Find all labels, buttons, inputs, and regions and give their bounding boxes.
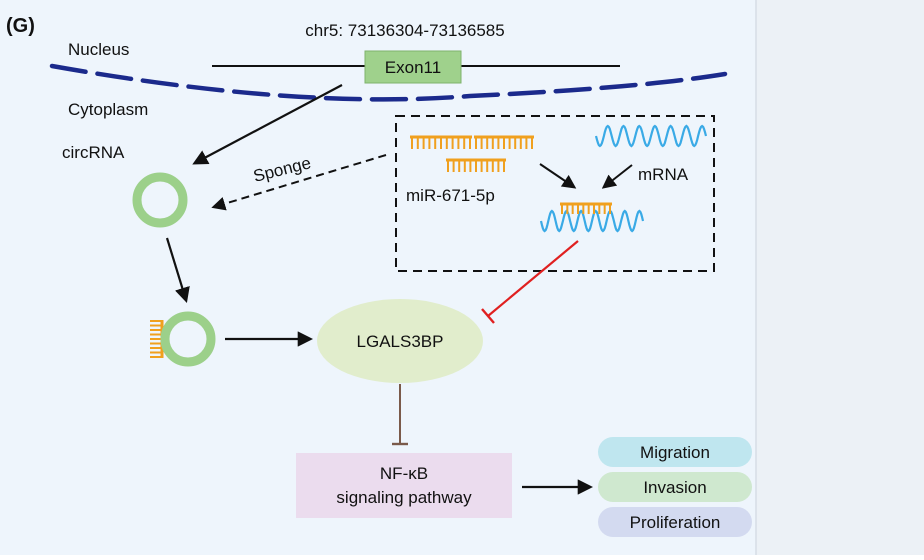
lgals3bp-label: LGALS3BP: [357, 332, 444, 351]
circrna-ring-bound: [160, 311, 216, 367]
nfkb-box: [296, 453, 512, 518]
mirna-label: miR-671-5p: [406, 186, 495, 205]
panel-label: (G): [6, 15, 35, 37]
nuclear-membrane: [49, 63, 728, 102]
mrna-wave: [594, 124, 708, 148]
circrna-ring: [132, 172, 188, 228]
outcome-migration-pill: [598, 437, 752, 467]
arrow-exon-to-circrna: [192, 84, 343, 165]
mirna-on-circrna: [150, 320, 164, 358]
locus-label: chr5: 73136304-73136585: [305, 21, 504, 40]
lgals3bp-node: [317, 299, 483, 383]
outcome-invasion-pill: [598, 472, 752, 502]
nfkb-label-line2: signaling pathway: [336, 488, 472, 507]
mirna-mrna-box: [395, 115, 715, 272]
exon-label: Exon11: [385, 58, 441, 77]
sponge-arrow: [211, 154, 387, 211]
exon-box: [364, 50, 462, 84]
arrow-circrna-down: [165, 237, 190, 303]
outcome-migration-label: Migration: [640, 443, 710, 462]
mrna-bound-wave: [539, 209, 645, 233]
circrna-label: circRNA: [62, 143, 125, 162]
cytoplasm-label: Cytoplasm: [68, 100, 148, 119]
mirna-bound: [560, 202, 612, 214]
inhibition-bar-red: [481, 308, 495, 324]
nucleus-label: Nucleus: [68, 40, 129, 59]
inhibition-mrna-lgals: [487, 240, 579, 317]
outcome-proliferation-pill: [598, 507, 752, 537]
mrna-label: mRNA: [638, 165, 689, 184]
outcome-proliferation-label: Proliferation: [630, 513, 721, 532]
nfkb-label-line1: NF-κB: [380, 464, 428, 483]
mirna-molecules: [410, 135, 534, 172]
outcome-invasion-label: Invasion: [643, 478, 706, 497]
arrow-mrna-to-complex: [601, 164, 633, 189]
arrow-mirna-to-complex: [539, 163, 577, 189]
right-panel-background: [756, 0, 924, 555]
